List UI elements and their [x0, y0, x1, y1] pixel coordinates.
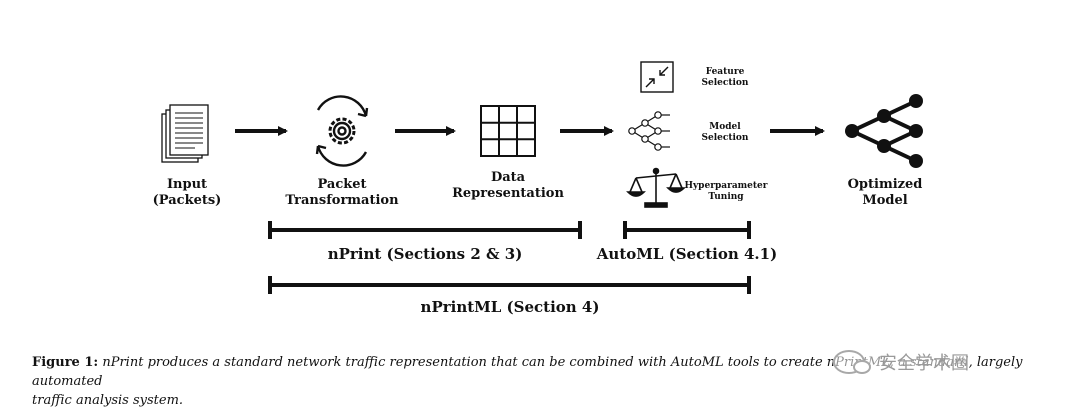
bracket-nprint — [268, 221, 582, 239]
wechat-logo-icon — [833, 350, 871, 374]
watermark-text: 安全学术圈 — [879, 353, 969, 374]
nprintml-bracket-label: nPrintML (Section 4) — [420, 298, 600, 316]
balance-scale-icon — [626, 167, 686, 208]
data-representation-label: Data Representation — [452, 170, 564, 201]
document-stack-icon — [161, 104, 209, 163]
caption-line-2: traffic analysis system. — [32, 393, 184, 408]
watermark: 安全学术圈 — [833, 349, 969, 375]
hyperparameter-tuning-label: Hyperparameter Tuning — [684, 181, 768, 202]
bracket-nprintml — [268, 276, 751, 294]
network-tree-icon — [628, 111, 670, 151]
pipeline-diagram — [161, 61, 923, 294]
model-selection-label: Model Selection — [701, 122, 749, 143]
collapse-arrows-icon — [640, 61, 674, 93]
figure-caption: Figure 1: nPrint produces a standard net… — [32, 353, 1062, 410]
input-label: Input (Packets) — [152, 177, 222, 208]
gear-cycle-icon — [315, 95, 369, 167]
caption-line-1: nPrint produces a standard network traff… — [32, 355, 1023, 389]
bracket-automl — [623, 221, 751, 239]
automl-bracket-label: AutoML (Section 4.1) — [596, 245, 778, 263]
feature-selection-label: Feature Selection — [701, 67, 749, 88]
optimized-model-label: Optimized Model — [847, 177, 923, 208]
figure-number: Figure 1: — [32, 355, 99, 370]
grid-icon — [480, 105, 536, 157]
nprint-bracket-label: nPrint (Sections 2 & 3) — [327, 245, 523, 263]
packet-transformation-label: Packet Transformation — [285, 177, 399, 208]
neural-network-icon — [845, 94, 923, 168]
